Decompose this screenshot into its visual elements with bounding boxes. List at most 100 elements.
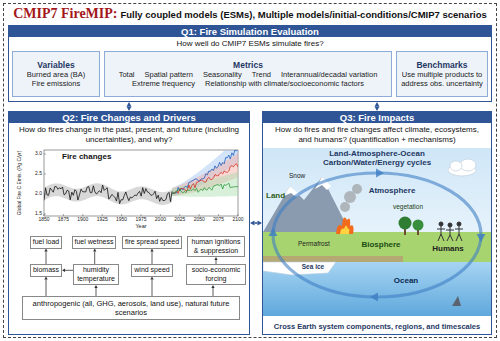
metric-item: Seasonality: [203, 70, 242, 79]
panel-link-arrow: [127, 102, 132, 111]
uncertainty-band: [172, 153, 238, 196]
driver-text: socio-economic forcing: [189, 266, 243, 283]
land: [263, 232, 491, 262]
axis-tick: 1975: [135, 217, 146, 223]
connector-line: [96, 288, 97, 296]
metric-row: Extreme frequencyRelationship with clima…: [109, 79, 387, 88]
chart-frame: [44, 150, 238, 216]
driver-text: fuel wetness: [75, 238, 114, 247]
panel-question: How well do CMIP7 ESMs simulate fires?: [9, 37, 491, 49]
diagram-title: CMIP7 FireMIP:: [13, 6, 117, 22]
connector-line: [46, 280, 47, 297]
part-label: Sea ice: [302, 263, 324, 270]
box-heading: Benchmarks: [401, 60, 483, 70]
arrowhead: [44, 277, 47, 280]
smoke: [340, 184, 362, 212]
arrowhead: [127, 102, 132, 107]
arrowhead: [94, 285, 97, 288]
axis-tick: 2100: [232, 217, 243, 223]
connector-line: [94, 252, 95, 265]
scenario-box: anthropogenic (all, GHG, aerosols, land …: [22, 296, 240, 320]
box-heading: Variables: [17, 60, 95, 70]
metric-item: Extreme frequency: [132, 79, 195, 88]
trees: [399, 217, 424, 236]
metric-item: Total: [119, 70, 135, 79]
criteria-box: BenchmarksUse multiple products to addre…: [396, 51, 488, 97]
part-label: vegetation: [393, 203, 423, 210]
tick-mark: [63, 214, 64, 216]
connector-line: [152, 252, 153, 265]
driver-box: fuel wetness: [72, 236, 117, 249]
connector-line: [65, 270, 73, 271]
tick-mark: [44, 214, 46, 215]
panel-question: How do fires and fire changes affect cli…: [263, 123, 491, 144]
scenario-line: [172, 164, 238, 194]
uncertainty-band: [44, 183, 172, 205]
driver-arrow: [44, 277, 47, 297]
metric-row: TotalSpatial patternSeasonalityTrendInte…: [109, 70, 387, 79]
tick-mark: [238, 214, 239, 216]
axis-title: Year: [135, 223, 146, 229]
driver-box: fuel load: [30, 236, 62, 249]
box-item: Fire emissions: [17, 79, 95, 88]
connector-line: [152, 280, 153, 297]
scenario-line: [172, 150, 238, 194]
arrowhead: [93, 249, 96, 252]
title-subtitle: Fully coupled models (ESMs), Multiple mo…: [120, 9, 486, 20]
panel-footnote: Cross Earth system components, regions, …: [263, 322, 491, 331]
metric-item: Interannual/decadal variation: [281, 70, 377, 79]
earth-system-illustration: [263, 148, 491, 316]
part-label: Humans: [432, 244, 464, 253]
axis-tick: 1950: [116, 217, 127, 223]
axis-tick: 2000: [155, 217, 166, 223]
driver-text: fuel load: [33, 238, 59, 247]
arrowhead: [150, 249, 153, 252]
criteria-box: MetricsTotalSpatial patternSeasonalityTr…: [104, 51, 392, 97]
part-label: Snow: [289, 172, 305, 179]
driver-arrow: [150, 277, 153, 297]
criteria-box: VariablesBurned area (BA)Fire emissions: [12, 51, 100, 97]
humans: [437, 222, 463, 241]
connector-line: [213, 288, 214, 296]
driver-text: biomass: [33, 266, 59, 275]
title-row: CMIP7 FireMIP:Fully coupled models (ESMs…: [13, 6, 487, 22]
tick-mark: [44, 174, 46, 175]
tick-mark: [141, 214, 142, 216]
panel-header: Q2: Fire Changes and Drivers: [9, 112, 249, 123]
part-label: Atmosphere: [369, 186, 416, 195]
tick-mark: [199, 214, 200, 216]
tick-mark: [44, 214, 45, 216]
panel-header: Q3: Fire Impacts: [263, 112, 491, 123]
uncertainty-band: [172, 150, 238, 196]
historical-line: [44, 185, 172, 204]
axis-tick: 2050: [194, 217, 205, 223]
fire: [336, 218, 354, 234]
part-label: Land: [266, 191, 285, 200]
axis-title: Global Fire C Emis. (Pg C/yr): [17, 151, 23, 216]
driver-box: wind speed: [131, 264, 172, 277]
driver-arrow: [150, 249, 153, 265]
cycle-label: Land-Atmosphere-Ocean Carbon/Water/Energ…: [302, 149, 452, 167]
part-label: Ocean: [394, 276, 418, 285]
panel-question: How do fires change in the past, present…: [9, 123, 249, 144]
question-panel: Q2: Fire Changes and DriversHow do fires…: [8, 111, 250, 335]
part-label: Permafrost: [298, 240, 330, 247]
driver-box: biomass: [30, 264, 62, 277]
driver-box: socio-economic forcing: [186, 264, 246, 285]
connector-line: [46, 252, 47, 265]
driver-box: human ignitions & suppression: [187, 236, 245, 257]
axis-tick: 1925: [97, 217, 108, 223]
tick-mark: [102, 214, 103, 216]
driver-text: humidity temperature: [76, 266, 116, 283]
driver-arrow: [214, 257, 217, 264]
tick-mark: [82, 214, 83, 216]
tick-mark: [179, 214, 180, 216]
panel-link-arrow: [250, 221, 262, 226]
box-heading: Metrics: [109, 60, 387, 70]
axis-tick: 1875: [58, 217, 69, 223]
arrowhead: [44, 249, 47, 252]
chart-title: Fire changes: [62, 152, 111, 161]
driver-text: human ignitions & suppression: [190, 238, 242, 255]
fire-core: [340, 226, 349, 235]
